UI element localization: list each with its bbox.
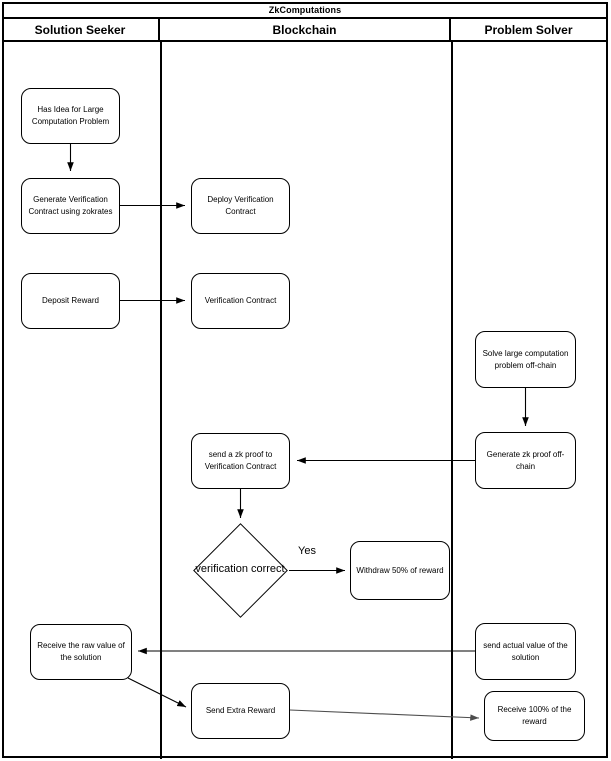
node-deposit-reward[interactable]: Deposit Reward bbox=[21, 273, 120, 329]
lane-divider-2 bbox=[451, 42, 453, 759]
pool-title: ZkComputations bbox=[2, 2, 608, 19]
decision-label: verification correct bbox=[195, 563, 285, 576]
node-generate-zk-proof[interactable]: Generate zk proof off-chain bbox=[475, 432, 576, 489]
node-withdraw-50[interactable]: Withdraw 50% of reward bbox=[350, 541, 450, 600]
lane-header-blockchain: Blockchain bbox=[160, 19, 451, 40]
lane-header-row: Solution Seeker Blockchain Problem Solve… bbox=[2, 19, 608, 42]
lane-divider-1 bbox=[160, 42, 162, 759]
node-generate-verification-contract[interactable]: Generate Verification Contract using zok… bbox=[21, 178, 120, 234]
node-receive-raw-value[interactable]: Receive the raw value of the solution bbox=[30, 624, 132, 680]
lane-header-solution-seeker: Solution Seeker bbox=[2, 19, 160, 40]
node-verification-correct[interactable]: verification correct bbox=[192, 522, 288, 618]
edge-label-yes: Yes bbox=[298, 545, 316, 557]
node-solve-large-computation[interactable]: Solve large computation problem off-chai… bbox=[475, 331, 576, 388]
lane-header-problem-solver: Problem Solver bbox=[484, 22, 573, 37]
node-send-extra-reward[interactable]: Send Extra Reward bbox=[191, 683, 290, 739]
node-verification-contract[interactable]: Verification Contract bbox=[191, 273, 290, 329]
node-send-actual-value[interactable]: send actual value of the solution bbox=[475, 623, 576, 680]
node-receive-100[interactable]: Receive 100% of the reward bbox=[484, 691, 585, 741]
node-deploy-verification-contract[interactable]: Deploy Verification Contract bbox=[191, 178, 290, 234]
node-send-zk-proof[interactable]: send a zk proof to Verification Contract bbox=[191, 433, 290, 489]
node-has-idea[interactable]: Has Idea for Large Computation Problem bbox=[21, 88, 120, 144]
